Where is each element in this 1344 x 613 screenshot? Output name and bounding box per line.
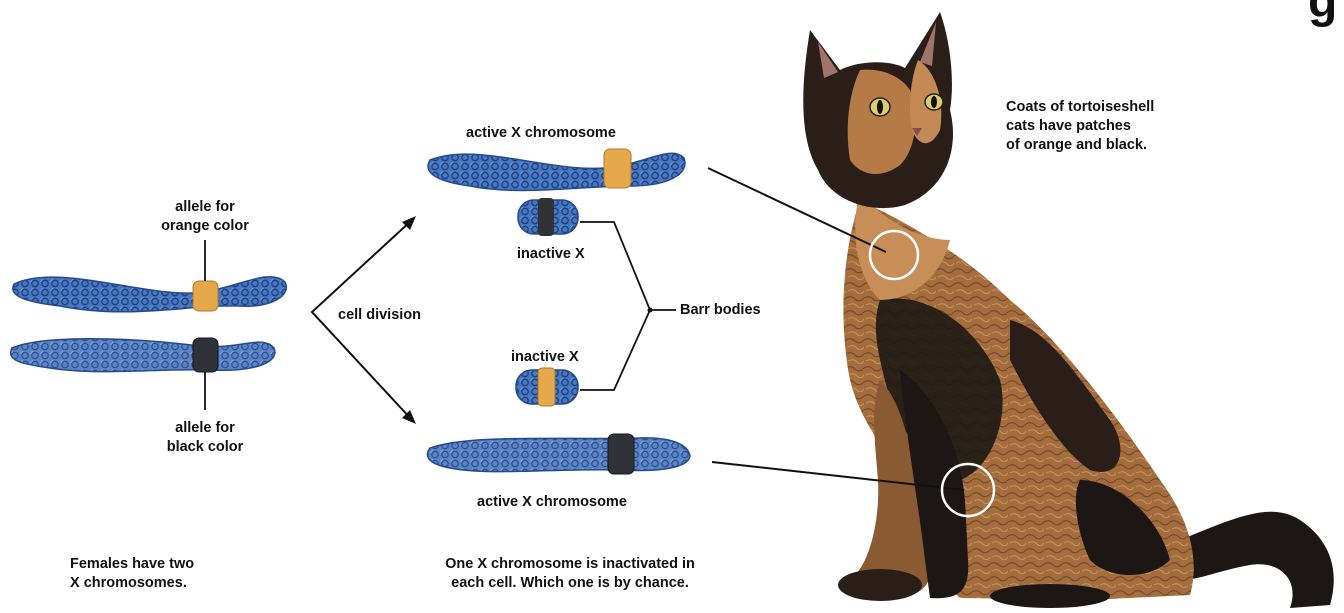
inactive-x-top-label: inactive X	[517, 245, 585, 264]
left-chromosome-orange	[13, 277, 286, 312]
females-caption: Females have two X chromosomes.	[70, 555, 194, 593]
inactivated-caption: One X chromosome is inactivated in each …	[405, 555, 735, 593]
cat-caption-line-3: of orange and black.	[1006, 136, 1154, 155]
active-x-chromosome-bottom	[427, 434, 690, 474]
allele-black-line-2: black color	[130, 438, 280, 457]
barr-bodies-bracket	[580, 222, 676, 390]
allele-orange-label: allele for orange color	[130, 198, 280, 236]
inactivated-caption-line-2: each cell. Which one is by chance.	[405, 574, 735, 593]
allele-orange-line-1: allele for	[130, 198, 280, 217]
cat-caption: Coats of tortoiseshell cats have patches…	[1006, 98, 1154, 155]
allele-black-line-1: allele for	[130, 419, 280, 438]
cat-caption-line-2: cats have patches	[1006, 117, 1154, 136]
corner-letter: g	[1308, 0, 1337, 26]
left-chromosome-black	[11, 338, 275, 372]
inactive-x-bottom-label: inactive X	[511, 348, 579, 367]
active-x-chromosome-top	[428, 149, 685, 190]
inactivated-caption-line-1: One X chromosome is inactivated in	[405, 555, 735, 574]
cat-caption-line-1: Coats of tortoiseshell	[1006, 98, 1154, 117]
females-caption-line-2: X chromosomes.	[70, 574, 194, 593]
allele-orange-line-2: orange color	[130, 217, 280, 236]
active-x-top-label: active X chromosome	[466, 124, 616, 143]
active-x-bottom-label: active X chromosome	[477, 493, 627, 512]
bracket-node	[648, 308, 653, 313]
inactive-x-top	[518, 198, 578, 236]
allele-black-label: allele for black color	[130, 419, 280, 457]
females-caption-line-1: Females have two	[70, 555, 194, 574]
cell-division-label: cell division	[338, 306, 421, 325]
barr-bodies-label: Barr bodies	[680, 301, 761, 320]
inactive-x-bottom	[516, 368, 578, 406]
